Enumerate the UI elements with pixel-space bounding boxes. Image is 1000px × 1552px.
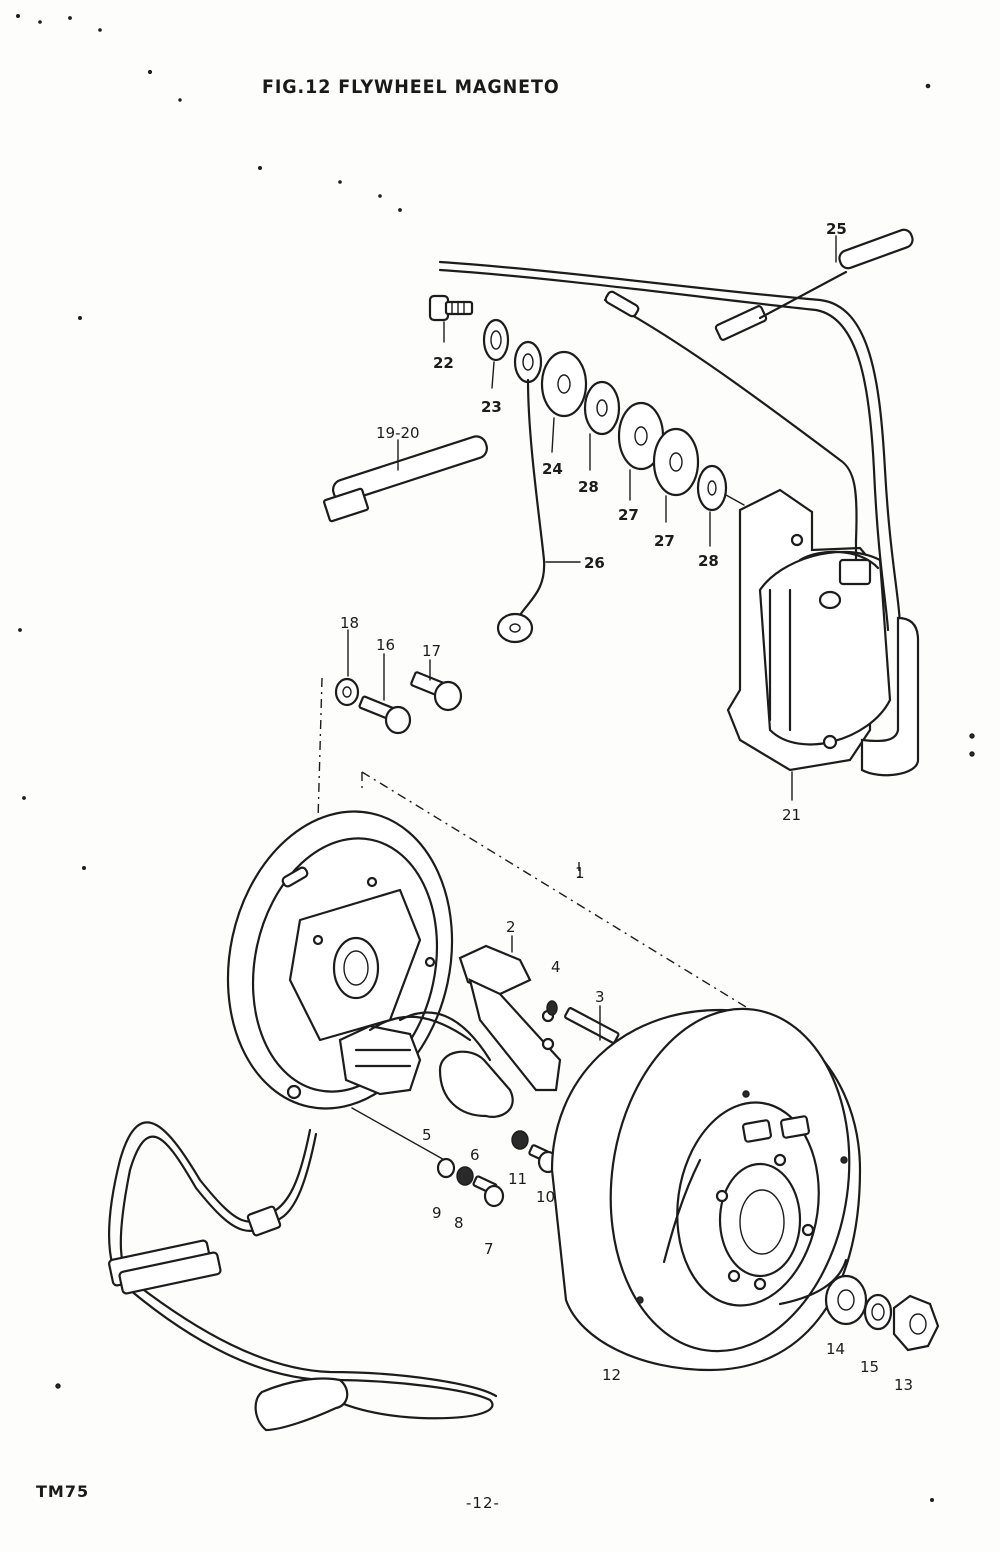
part-22-bolt xyxy=(428,294,474,322)
part-19-20-strap xyxy=(322,435,488,523)
part-14-washer xyxy=(824,1274,868,1326)
model-code: TM75 xyxy=(36,1482,90,1501)
part-28-washer-lower xyxy=(696,464,728,512)
part-25-high-tension-cord xyxy=(438,228,914,632)
callout-17: 17 xyxy=(422,642,441,660)
leader-24 xyxy=(551,417,555,453)
part-12-flywheel-rotor xyxy=(550,1007,862,1372)
callout-26: 26 xyxy=(584,554,605,572)
callout-14: 14 xyxy=(826,1340,845,1358)
callout-4: 4 xyxy=(551,958,561,976)
part-11-lockwasher xyxy=(511,1130,529,1150)
leader-5 xyxy=(351,1107,449,1163)
part-26-ground-lead xyxy=(496,340,546,644)
callout-2: 2 xyxy=(506,918,516,936)
part-28-washer-upper xyxy=(583,380,621,436)
part-5-lighting-coil xyxy=(338,1011,514,1118)
bracket-line-1 xyxy=(361,771,801,1041)
callout-27-a: 27 xyxy=(618,506,639,524)
callout-9: 9 xyxy=(432,1204,442,1222)
part-8-lockwasher xyxy=(456,1166,474,1186)
callout-10: 10 xyxy=(536,1188,555,1206)
callout-6: 6 xyxy=(470,1146,480,1164)
callout-23: 23 xyxy=(481,398,502,416)
callout-1: 1 xyxy=(575,864,585,882)
callout-28-a: 28 xyxy=(578,478,599,496)
callout-13: 13 xyxy=(894,1376,913,1394)
part-2-contact-breaker xyxy=(458,944,562,1092)
callout-16: 16 xyxy=(376,636,395,654)
part-21-ignition-coil xyxy=(726,488,892,772)
leader-23 xyxy=(491,361,495,389)
callout-7: 7 xyxy=(484,1240,494,1258)
scan-speckles xyxy=(16,13,975,1502)
callout-21: 21 xyxy=(782,806,801,824)
callout-15: 15 xyxy=(860,1358,879,1376)
part-15-lockwasher xyxy=(863,1293,893,1331)
callout-19-20: 19-20 xyxy=(376,424,420,442)
stator-lead-harness xyxy=(107,1121,498,1432)
callout-8: 8 xyxy=(454,1214,464,1232)
coil-cord-boot xyxy=(860,616,920,777)
callout-28-b: 28 xyxy=(698,552,719,570)
part-23-washer xyxy=(482,318,510,362)
part-24-washer xyxy=(540,350,588,418)
part-27-washer-b xyxy=(652,427,700,497)
part-13-nut xyxy=(892,1294,940,1352)
callout-11: 11 xyxy=(508,1170,527,1188)
primary-lead-wire xyxy=(603,298,858,542)
part-1-stator-plate xyxy=(226,810,454,1110)
callout-3: 3 xyxy=(595,988,605,1006)
callout-24: 24 xyxy=(542,460,563,478)
alignment-line-left xyxy=(317,677,323,821)
part-4-nut xyxy=(546,1000,558,1016)
part-17-screw xyxy=(410,671,463,712)
callout-27-b: 27 xyxy=(654,532,675,550)
part-9-washer xyxy=(436,1157,456,1179)
callout-25: 25 xyxy=(826,220,847,238)
part-7-screw xyxy=(472,1175,505,1208)
callout-22: 22 xyxy=(433,354,454,372)
callout-5: 5 xyxy=(422,1126,432,1144)
lead-connector xyxy=(604,290,640,318)
callout-18: 18 xyxy=(340,614,359,632)
callout-12: 12 xyxy=(602,1366,621,1384)
page-number: -12- xyxy=(466,1494,500,1512)
part-18-washer xyxy=(334,677,360,707)
callout-labels: 1 2 3 4 5 6 7 8 9 10 11 12 13 14 15 16 1… xyxy=(340,220,913,1394)
part-16-screw xyxy=(358,695,412,735)
figure-title: FIG.12 FLYWHEEL MAGNETO xyxy=(262,76,560,98)
